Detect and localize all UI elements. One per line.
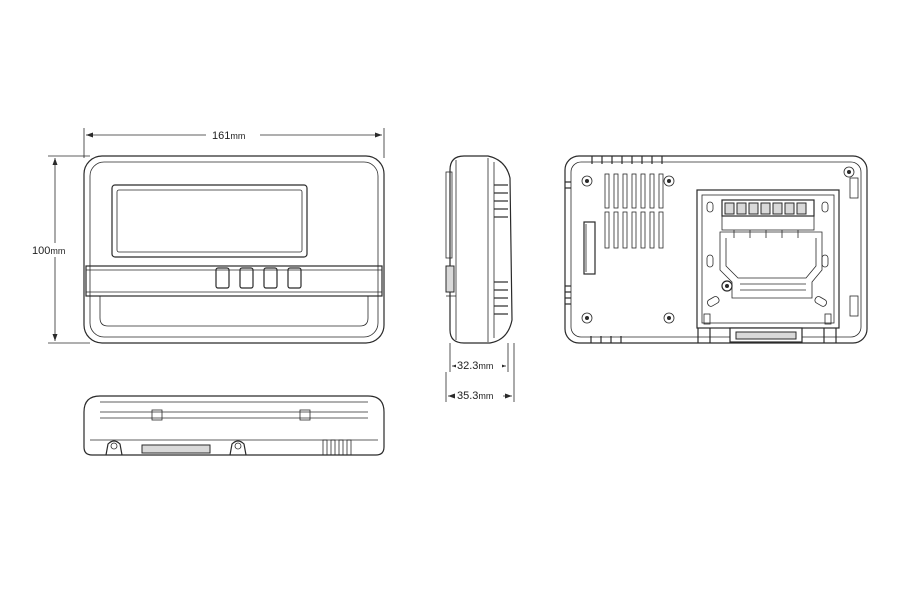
rear-top-ticks <box>590 156 663 343</box>
depth-dimension-inner: 32.3mm <box>449 343 509 372</box>
height-dimension: 100mm <box>30 155 90 344</box>
front-button-4 <box>287 267 302 289</box>
rear-vents <box>604 173 664 249</box>
depth-outer-value: 35.3 <box>457 390 478 402</box>
side-ribs <box>494 184 508 315</box>
rear-left-marks <box>565 181 571 305</box>
front-button-3 <box>263 267 278 289</box>
width-unit: mm <box>230 131 245 141</box>
svg-text:100mm: 100mm <box>32 245 65 257</box>
svg-text:161mm: 161mm <box>212 130 245 142</box>
depth-outer-unit: mm <box>478 391 493 401</box>
svg-text:32.3mm: 32.3mm <box>457 360 493 372</box>
side-view: 32.3mm 35.3mm <box>445 155 515 402</box>
width-value: 161 <box>212 130 230 142</box>
width-dimension: 161mm <box>83 128 385 158</box>
display-window <box>111 184 308 258</box>
depth-inner-value: 32.3 <box>457 360 478 372</box>
depth-inner-unit: mm <box>478 361 493 371</box>
rear-side-slot <box>583 221 596 275</box>
front-button-2 <box>239 267 254 289</box>
rear-screw-holes <box>581 166 855 324</box>
svg-text:35.3mm: 35.3mm <box>457 390 493 402</box>
front-button-1 <box>215 267 230 289</box>
bottom-vents <box>322 439 352 456</box>
height-unit: mm <box>50 246 65 256</box>
height-value: 100 <box>32 245 50 257</box>
rear-view <box>564 155 868 344</box>
depth-dimension-outer: 35.3mm <box>445 343 515 402</box>
mounting-plate <box>696 189 840 329</box>
bottom-view <box>83 395 385 456</box>
front-view: 161mm 100mm <box>30 128 385 344</box>
